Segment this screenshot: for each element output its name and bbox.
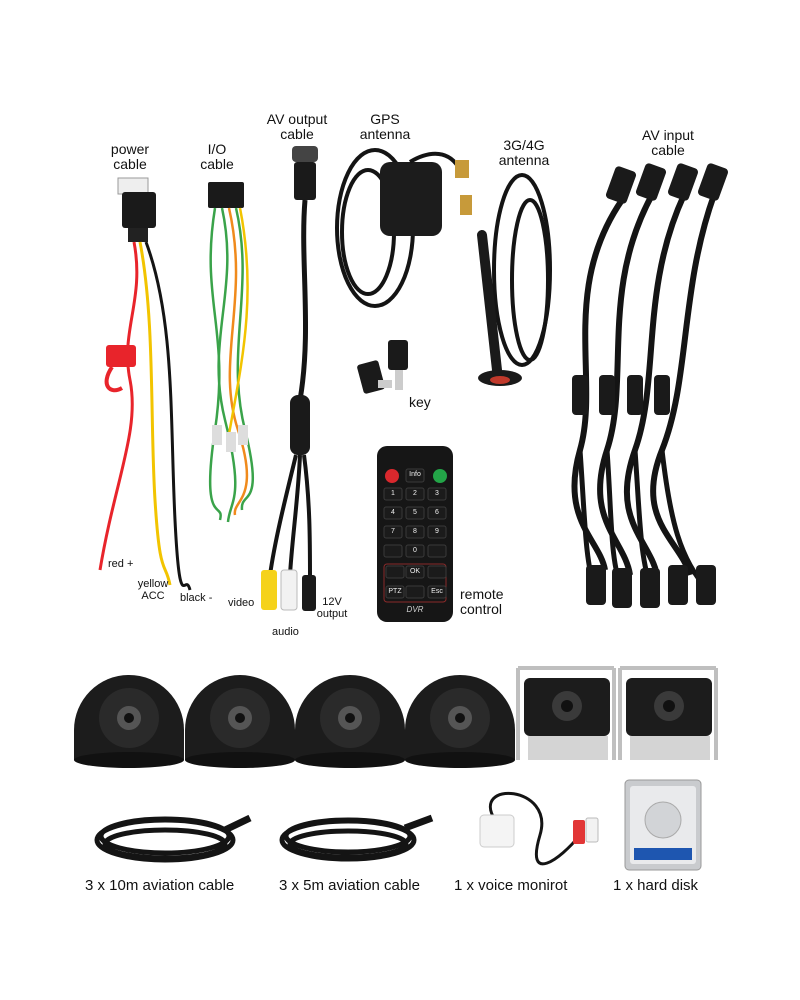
output-12v-label: 12V output — [316, 596, 348, 620]
audio-label: audio — [272, 626, 299, 638]
remote-brand: DVR — [406, 605, 424, 614]
video-label: video — [228, 597, 255, 609]
caption-voice-monitor: 1 x voice monirot — [454, 877, 568, 894]
aviation-cable-5m — [279, 814, 434, 862]
remote-control — [377, 446, 453, 622]
caption-10m-cable: 3 x 10m aviation cable — [85, 877, 235, 894]
antenna-3g4g-label: 3G/4G antenna — [498, 137, 550, 168]
key-icon — [357, 340, 408, 394]
av-input-connectors — [572, 163, 729, 608]
remote-key-1: 1 — [391, 490, 395, 497]
remote-key-info: Info — [409, 471, 421, 478]
remote-key-ok: OK — [409, 568, 421, 575]
microphone-icon — [479, 791, 599, 866]
antenna-3g4g — [460, 173, 552, 386]
io-cable-label: I/O cable — [200, 141, 234, 172]
rear-camera-icon — [618, 666, 718, 760]
av-output-cable — [261, 146, 318, 611]
av-output-cable-label: AV output cable — [266, 111, 328, 142]
remote-key-ptz: PTZ — [388, 588, 402, 595]
gps-antenna-label: GPS antenna — [359, 111, 411, 142]
remote-key-esc: Esc — [431, 588, 443, 595]
remote-key-3: 3 — [435, 490, 439, 497]
dome-camera-icon — [405, 675, 515, 768]
dome-camera-icon — [295, 675, 405, 768]
remote-key-7: 7 — [391, 528, 395, 535]
key-label: key — [409, 394, 431, 410]
remote-key-2: 2 — [413, 490, 417, 497]
aviation-cable-10m — [94, 814, 252, 863]
remote-key-6: 6 — [435, 509, 439, 516]
dome-camera-icon — [74, 675, 184, 768]
power-cable-label: power cable — [110, 141, 150, 172]
power-cable — [98, 177, 192, 591]
dome-camera-icon — [185, 675, 295, 768]
io-cable — [208, 182, 254, 523]
gps-antenna — [335, 148, 469, 308]
hard-disk-icon — [624, 779, 702, 871]
remote-key-4: 4 — [391, 509, 395, 516]
yellow-acc-label: yellow ACC — [137, 578, 169, 602]
remote-key-9: 9 — [435, 528, 439, 535]
remote-control-label: remote control — [460, 586, 504, 617]
red-plus-label: red + — [108, 558, 134, 570]
remote-key-5: 5 — [413, 509, 417, 516]
rear-camera-icon — [516, 666, 616, 760]
caption-5m-cable: 3 x 5m aviation cable — [279, 877, 420, 894]
remote-key-8: 8 — [413, 528, 417, 535]
av-input-cable — [571, 193, 717, 592]
remote-key-0: 0 — [413, 547, 417, 554]
black-minus-label: black - — [180, 592, 213, 604]
caption-hard-disk: 1 x hard disk — [613, 877, 699, 894]
av-input-cable-label: AV input cable — [642, 127, 694, 158]
